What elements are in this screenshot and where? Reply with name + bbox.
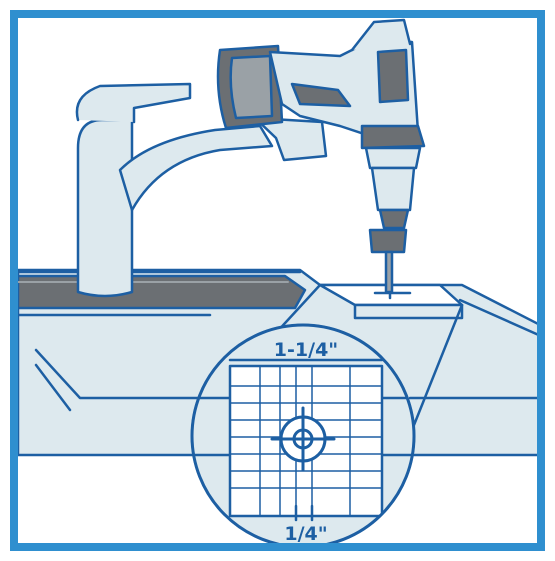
zoom-circle: [190, 323, 416, 543]
top-dimension-label: 1-1/4": [274, 339, 338, 361]
bottom-dimension-label: 1/4": [284, 523, 327, 545]
cordless-drill-icon: [216, 18, 426, 294]
crosshair-icon: [270, 406, 336, 472]
faucet-icon: [75, 82, 328, 298]
